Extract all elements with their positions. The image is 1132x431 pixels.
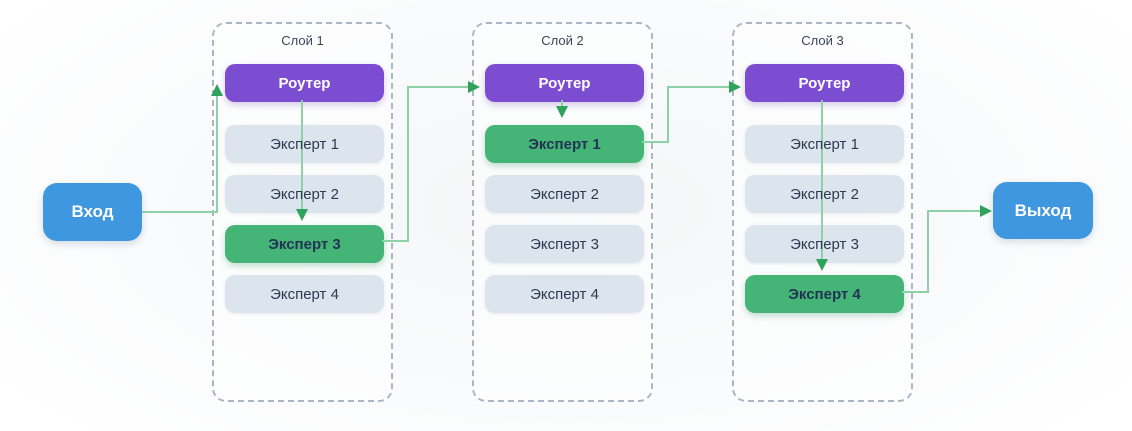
arrow-expert4-to-output <box>902 210 980 293</box>
layer-1-router-label: Роутер <box>278 74 331 92</box>
arrow-expert1-to-router3 <box>642 86 729 143</box>
layer-1-expert-3-selected: Эксперт 3 <box>225 225 384 263</box>
layer-3-expert-1: Эксперт 1 <box>745 125 904 163</box>
layer-3-expert-4-selected: Эксперт 4 <box>745 275 904 313</box>
layer-1-expert-3-label: Эксперт 3 <box>268 235 341 253</box>
layer-1-expert-1: Эксперт 1 <box>225 125 384 163</box>
layer-1-container: Слой 1 Роутер Эксперт 1 Эксперт 2 Экспер… <box>212 22 393 402</box>
layer-3-expert-3-label: Эксперт 3 <box>790 235 859 253</box>
output-node: Выход <box>993 182 1093 239</box>
input-node: Вход <box>43 183 142 241</box>
layer-2-expert-3: Эксперт 3 <box>485 225 644 263</box>
layer-2-expert-2-label: Эксперт 2 <box>530 185 599 203</box>
layer-2-expert-1-label: Эксперт 1 <box>528 135 601 153</box>
layer-3-router: Роутер <box>745 64 904 102</box>
layer-3-expert-2: Эксперт 2 <box>745 175 904 213</box>
layer-3-expert-4-label: Эксперт 4 <box>788 285 861 303</box>
layer-2-router: Роутер <box>485 64 644 102</box>
layer-2-title: Слой 2 <box>541 33 584 48</box>
layer-1-expert-4-label: Эксперт 4 <box>270 285 339 303</box>
layer-3-container: Слой 3 Роутер Эксперт 1 Эксперт 2 Экспер… <box>732 22 913 402</box>
layer-1-router: Роутер <box>225 64 384 102</box>
layer-3-expert-3: Эксперт 3 <box>745 225 904 263</box>
layer-2-expert-4: Эксперт 4 <box>485 275 644 313</box>
layer-2-router-label: Роутер <box>538 74 591 92</box>
layer-1-title: Слой 1 <box>281 33 324 48</box>
layer-2-expert-1-selected: Эксперт 1 <box>485 125 644 163</box>
layer-1-expert-1-label: Эксперт 1 <box>270 135 339 153</box>
arrow-input-to-router1 <box>142 96 218 213</box>
layer-3-expert-2-label: Эксперт 2 <box>790 185 859 203</box>
layer-1-expert-2: Эксперт 2 <box>225 175 384 213</box>
layer-2-container: Слой 2 Роутер Эксперт 1 Эксперт 2 Экспер… <box>472 22 653 402</box>
layer-3-title: Слой 3 <box>801 33 844 48</box>
arrowhead-right-output <box>980 205 992 217</box>
layer-2-expert-4-label: Эксперт 4 <box>530 285 599 303</box>
layer-1-expert-2-label: Эксперт 2 <box>270 185 339 203</box>
layer-3-expert-1-label: Эксперт 1 <box>790 135 859 153</box>
layer-1-expert-4: Эксперт 4 <box>225 275 384 313</box>
layer-2-expert-3-label: Эксперт 3 <box>530 235 599 253</box>
output-label: Выход <box>1014 200 1072 220</box>
layer-2-expert-2: Эксперт 2 <box>485 175 644 213</box>
input-label: Вход <box>71 202 114 221</box>
arrow-expert3-to-router2 <box>382 86 468 242</box>
layer-3-router-label: Роутер <box>798 74 851 92</box>
